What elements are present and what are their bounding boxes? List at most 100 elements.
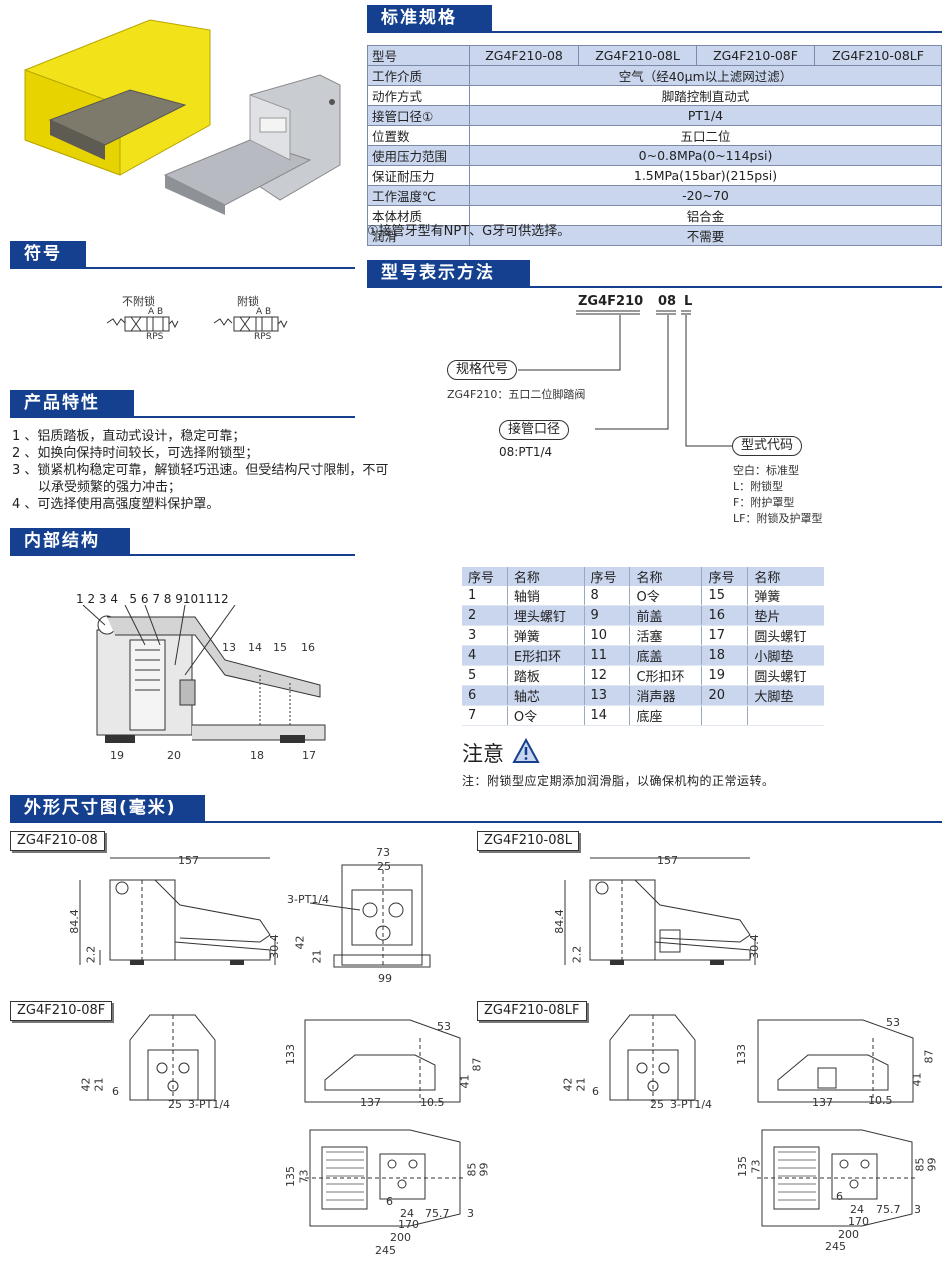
spec-value: 1.5MPa(15bar)(215psi) (469, 165, 942, 186)
parts-cell: 轴销 (507, 586, 585, 606)
drawing-08lf-side (748, 1010, 928, 1110)
parts-cell: O令 (507, 705, 585, 726)
divider (367, 31, 942, 33)
dim-135: 135 (736, 1156, 749, 1177)
symbol-lock-label: 附锁 (237, 295, 259, 308)
structure-label-17: 17 (302, 749, 316, 762)
dim-21: 21 (310, 949, 324, 964)
dim-133: 133 (284, 1044, 297, 1065)
parts-cell: 1 (462, 586, 508, 606)
parts-header: 名称 (507, 567, 585, 586)
ports-top: A B (256, 307, 272, 317)
valve-symbol-no-lock (105, 305, 180, 345)
ports-bottom: RPS (146, 332, 164, 342)
spec-value: 脚踏控制直动式 (469, 85, 942, 106)
section-title-spec: 标准规格 (367, 5, 492, 31)
parts-cell: 20 (701, 685, 749, 706)
section-title-features: 产品特性 (10, 390, 134, 416)
divider (10, 821, 942, 823)
parts-cell: 2 (462, 605, 508, 626)
parts-cell: 活塞 (629, 625, 703, 646)
dim-41: 41 (910, 1072, 924, 1087)
parts-cell: 13 (584, 685, 631, 706)
structure-label-13: 13 (222, 641, 236, 654)
spec-header-row: 型号 ZG4F210-08 ZG4F210-08L ZG4F210-08F ZG… (367, 45, 942, 66)
parts-cell: 埋头螺钉 (507, 605, 585, 626)
parts-cell: E形扣环 (507, 645, 585, 666)
spec-row: 润滑不需要 (367, 225, 942, 246)
dim-pt: 3-PT1/4 (670, 1098, 713, 1111)
dim-137: 137 (812, 1096, 833, 1109)
dim-3: 3 (914, 1203, 921, 1216)
parts-header: 名称 (629, 567, 703, 586)
type-desc: 空白：标准型 (733, 464, 799, 477)
dim-6: 6 (386, 1195, 393, 1208)
drawing-08f-top (300, 1122, 480, 1237)
divider (10, 416, 355, 418)
spec-header-cell: ZG4F210-08LF (814, 45, 942, 66)
dim-6: 6 (836, 1190, 843, 1203)
parts-cell: 圆头螺钉 (747, 665, 824, 686)
parts-cell: 19 (701, 665, 749, 686)
parts-cell: 10 (584, 625, 631, 646)
port-pill: 接管口径 (499, 420, 570, 440)
internal-structure-drawing (75, 605, 345, 743)
ports-top: A B (148, 307, 164, 317)
dim-25: 25 (650, 1098, 664, 1111)
model-leader-lines (440, 305, 820, 465)
dim-53: 53 (437, 1020, 451, 1033)
symbol-no-lock-label: 不附锁 (122, 295, 155, 308)
model-code-series: ZG4F210 (578, 294, 644, 309)
divider (10, 267, 355, 269)
valve-symbol-lock (212, 305, 292, 345)
drawing-08l-side (550, 850, 775, 965)
spec-header-cell: ZG4F210-08 (468, 45, 580, 66)
parts-header: 序号 (701, 567, 749, 586)
parts-cell (747, 705, 824, 726)
parts-cell: 圆头螺钉 (747, 625, 824, 646)
parts-cell: 17 (701, 625, 749, 646)
dim-2: 2.2 (570, 945, 584, 964)
dim-25: 25 (168, 1098, 182, 1111)
spec-note: ①接管牙型有NPT、G牙可供选择。 (367, 224, 571, 239)
notice-text: 注：附锁型应定期添加润滑脂，以确保机构的正常运转。 (462, 774, 775, 788)
spec-code-pill: 规格代号 (447, 360, 518, 380)
parts-cell: 14 (584, 705, 631, 726)
ports-bottom: RPS (254, 332, 272, 342)
notice-title: 注意 (462, 742, 504, 766)
dim-10: 10.5 (868, 1094, 893, 1107)
spec-row: 工作温度℃-20~70 (367, 185, 942, 206)
spec-label: 工作温度℃ (367, 185, 470, 206)
parts-cell: 18 (701, 645, 749, 666)
spec-header-cell: ZG4F210-08L (578, 45, 697, 66)
dim-2: 2.2 (84, 945, 98, 964)
spec-row: 位置数五口二位 (367, 125, 942, 146)
spec-table: 型号 ZG4F210-08 ZG4F210-08L ZG4F210-08F ZG… (367, 45, 942, 246)
dim-200: 200 (838, 1228, 859, 1241)
drawing-title-08f: ZG4F210-08F (10, 1001, 113, 1021)
spec-header-cell: ZG4F210-08F (695, 45, 816, 66)
drawing-08f-side (295, 1010, 475, 1110)
feature-item: 3 、锁紧机构稳定可靠，解锁轻巧迅速。但受结构尺寸限制，不可 (12, 463, 389, 478)
parts-cell: 垫片 (747, 605, 824, 626)
dim-73: 73 (376, 846, 390, 859)
parts-header-row: 序号 名称 序号 名称 序号 名称 (462, 567, 824, 586)
parts-header: 序号 (462, 567, 508, 586)
dim-10: 10.5 (420, 1096, 445, 1109)
drawing-08lf-front (580, 1010, 720, 1120)
dim-84: 84.4 (552, 909, 566, 934)
parts-cell: 7 (462, 705, 508, 726)
drawing-08f-front (100, 1010, 240, 1120)
spec-label: 保证耐压力 (367, 165, 470, 186)
dim-75: 75.7 (876, 1203, 901, 1216)
dim-24: 24 (850, 1203, 864, 1216)
divider (10, 554, 355, 556)
structure-label-14: 14 (248, 641, 262, 654)
